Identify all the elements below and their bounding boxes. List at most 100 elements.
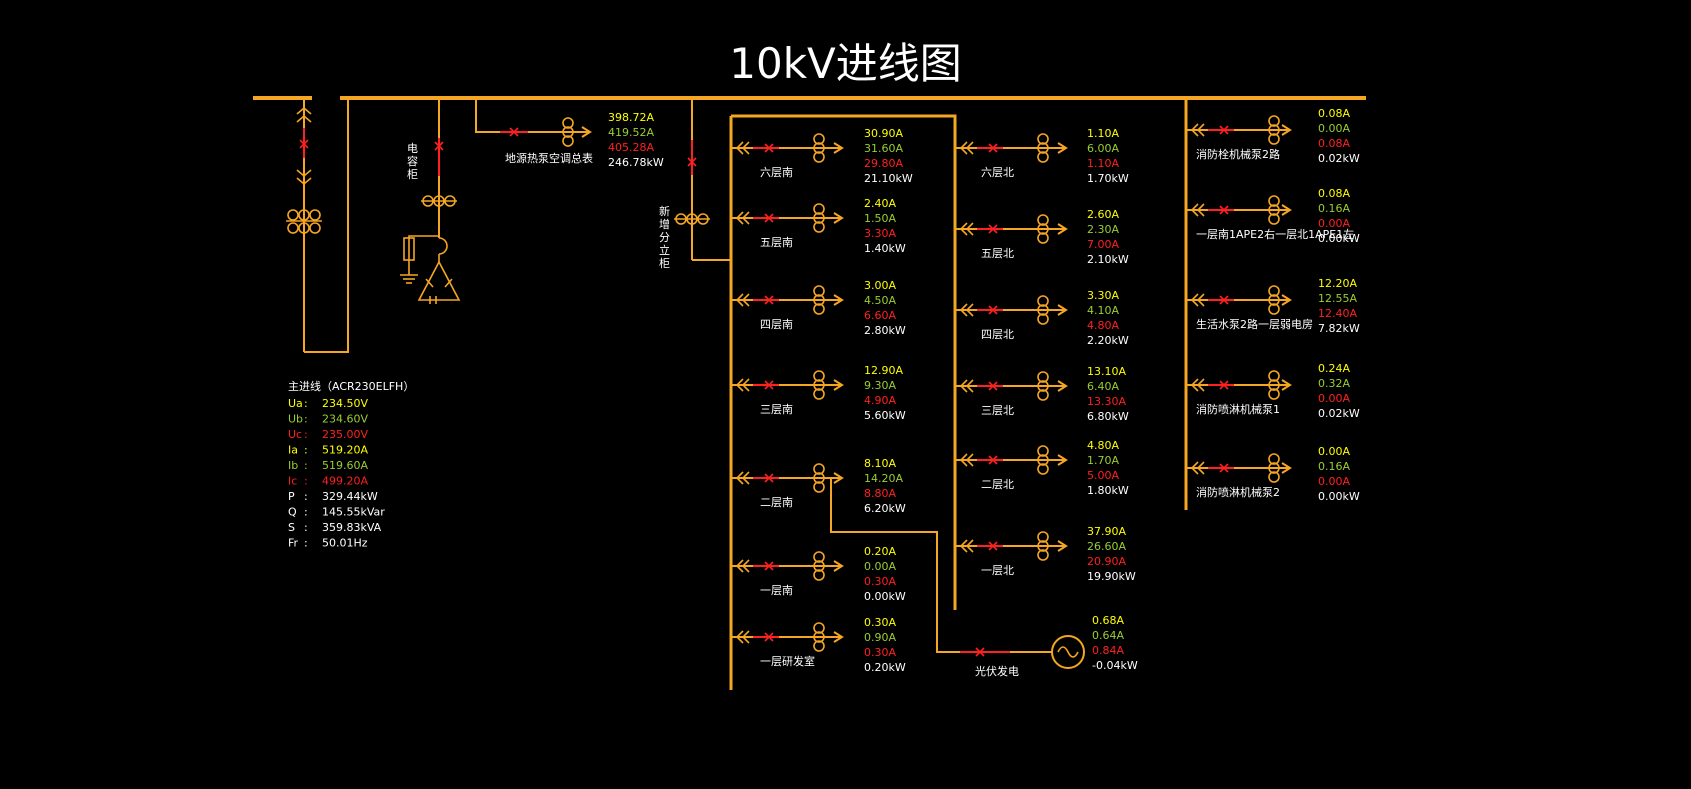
breaker-stroke: [764, 143, 774, 153]
ct-coil: [1268, 115, 1280, 127]
chevron-icon: [1196, 203, 1205, 217]
ct-coil: [1037, 313, 1049, 325]
main-row-sep-5: :: [304, 475, 308, 488]
breaker-icon: [299, 139, 309, 149]
ct-coil: [1037, 133, 1049, 145]
chevron-icon: [741, 559, 750, 573]
south-2-ia: 3.00A: [864, 279, 896, 292]
right-feeder-label-4: 消防喷淋机械泵2: [1196, 485, 1280, 499]
breaker-stroke: [299, 139, 309, 149]
ct-coil: [1037, 531, 1049, 543]
south-feeder-label-1: 五层南: [760, 236, 793, 249]
right-4-p: 0.00kW: [1318, 490, 1360, 503]
south-2-p: 2.80kW: [864, 324, 906, 337]
main-row-key-4: Ib: [288, 459, 298, 472]
breaker-stroke: [988, 541, 998, 551]
right-3-ia: 0.24A: [1318, 362, 1350, 375]
breaker-stroke: [988, 455, 998, 465]
south-feeder-label-5: 一层南: [760, 584, 793, 597]
breaker-stroke: [764, 632, 774, 642]
arrow-icon: [1057, 304, 1068, 316]
ct-coil: [1268, 471, 1280, 483]
ct-coil: [1268, 195, 1280, 207]
chevron-icon: [1190, 293, 1199, 307]
chevron-icon: [1190, 123, 1199, 137]
sine-icon: [1057, 646, 1079, 658]
right-4-ib: 0.16A: [1318, 460, 1350, 473]
chevron-icon: [965, 141, 974, 155]
ct-coil: [1268, 453, 1280, 465]
south-4-feeder-line: [731, 463, 844, 493]
right-4-ic: 0.00A: [1318, 475, 1350, 488]
ct-coil: [1037, 214, 1049, 226]
south-feeder-label-3: 三层南: [760, 403, 793, 416]
right-3-ic: 0.00A: [1318, 392, 1350, 405]
ct-coil: [1037, 151, 1049, 163]
north-5-ic: 20.90A: [1087, 555, 1126, 568]
chevron-icon: [735, 293, 744, 307]
north-4-feeder-line: [955, 445, 1068, 475]
arrow-icon: [1281, 294, 1292, 306]
arrow-icon: [833, 142, 844, 154]
breaker-icon: [1219, 205, 1229, 215]
arrow-icon: [833, 212, 844, 224]
breaker-icon: [1219, 295, 1229, 305]
arrow-icon: [833, 472, 844, 484]
chevron-icon: [965, 379, 974, 393]
north-0-ib: 6.00A: [1087, 142, 1119, 155]
capacitor-plate: [425, 278, 434, 288]
chevron-icon: [296, 169, 312, 178]
north-4-ib: 1.70A: [1087, 454, 1119, 467]
south-2-feeder-line: [731, 285, 844, 315]
breaker-stroke: [764, 213, 774, 223]
new-cabinet-label-char: 立: [659, 243, 670, 257]
ct-coil: [813, 151, 825, 163]
ct-coil: [1037, 389, 1049, 401]
chevron-icon: [965, 453, 974, 467]
south-6-ib: 0.90A: [864, 631, 896, 644]
south-1-ib: 1.50A: [864, 212, 896, 225]
breaker-stroke: [988, 305, 998, 315]
ct-coil: [813, 303, 825, 315]
chevron-icon: [735, 141, 744, 155]
right-1-ic: 0.00A: [1318, 217, 1350, 230]
right-0-ib: 0.00A: [1318, 122, 1350, 135]
right-2-feeder-line: [1186, 285, 1292, 315]
north-4-ic: 5.00A: [1087, 469, 1119, 482]
main-row-sep-4: :: [304, 459, 308, 472]
ct-coil: [1268, 388, 1280, 400]
breaker-icon: [764, 213, 774, 223]
breaker-stroke: [1219, 125, 1229, 135]
top-feeder-ic: 405.28A: [608, 141, 654, 154]
reactor-icon: [438, 237, 448, 255]
right-4-feeder-line: [1186, 453, 1292, 483]
capacitor-label-char: 柜: [407, 168, 418, 181]
top-feeder-ib: 419.52A: [608, 126, 654, 139]
arrow-icon: [833, 379, 844, 391]
ct-coil: [1037, 295, 1049, 307]
right-feeder-label-1: 一层南1APE2右一层北1APE1左: [1196, 227, 1354, 241]
right-1-ib: 0.16A: [1318, 202, 1350, 215]
chevron-icon: [735, 378, 744, 392]
south-0-ia: 30.90A: [864, 127, 903, 140]
arrow-icon: [1281, 204, 1292, 216]
right-4-ia: 0.00A: [1318, 445, 1350, 458]
north-feeder-label-2: 四层北: [981, 328, 1014, 341]
north-2-ic: 4.80A: [1087, 319, 1119, 332]
ct-coil: [1037, 549, 1049, 561]
pv-ic: 0.84A: [1092, 644, 1124, 657]
right-0-feeder-line: [1186, 115, 1292, 145]
chevron-icon: [296, 106, 312, 115]
breaker-icon: [764, 632, 774, 642]
breaker-stroke: [1219, 295, 1229, 305]
south-4-ia: 8.10A: [864, 457, 896, 470]
north-5-feeder-line: [955, 531, 1068, 561]
breaker-stroke: [988, 143, 998, 153]
main-row-sep-9: :: [304, 537, 308, 550]
south-5-ia: 0.20A: [864, 545, 896, 558]
right-2-ia: 12.20A: [1318, 277, 1357, 290]
breaker-icon: [988, 381, 998, 391]
arrow-icon: [1057, 454, 1068, 466]
south-feeder-label-6: 一层研发室: [760, 654, 815, 668]
chevron-icon: [741, 378, 750, 392]
